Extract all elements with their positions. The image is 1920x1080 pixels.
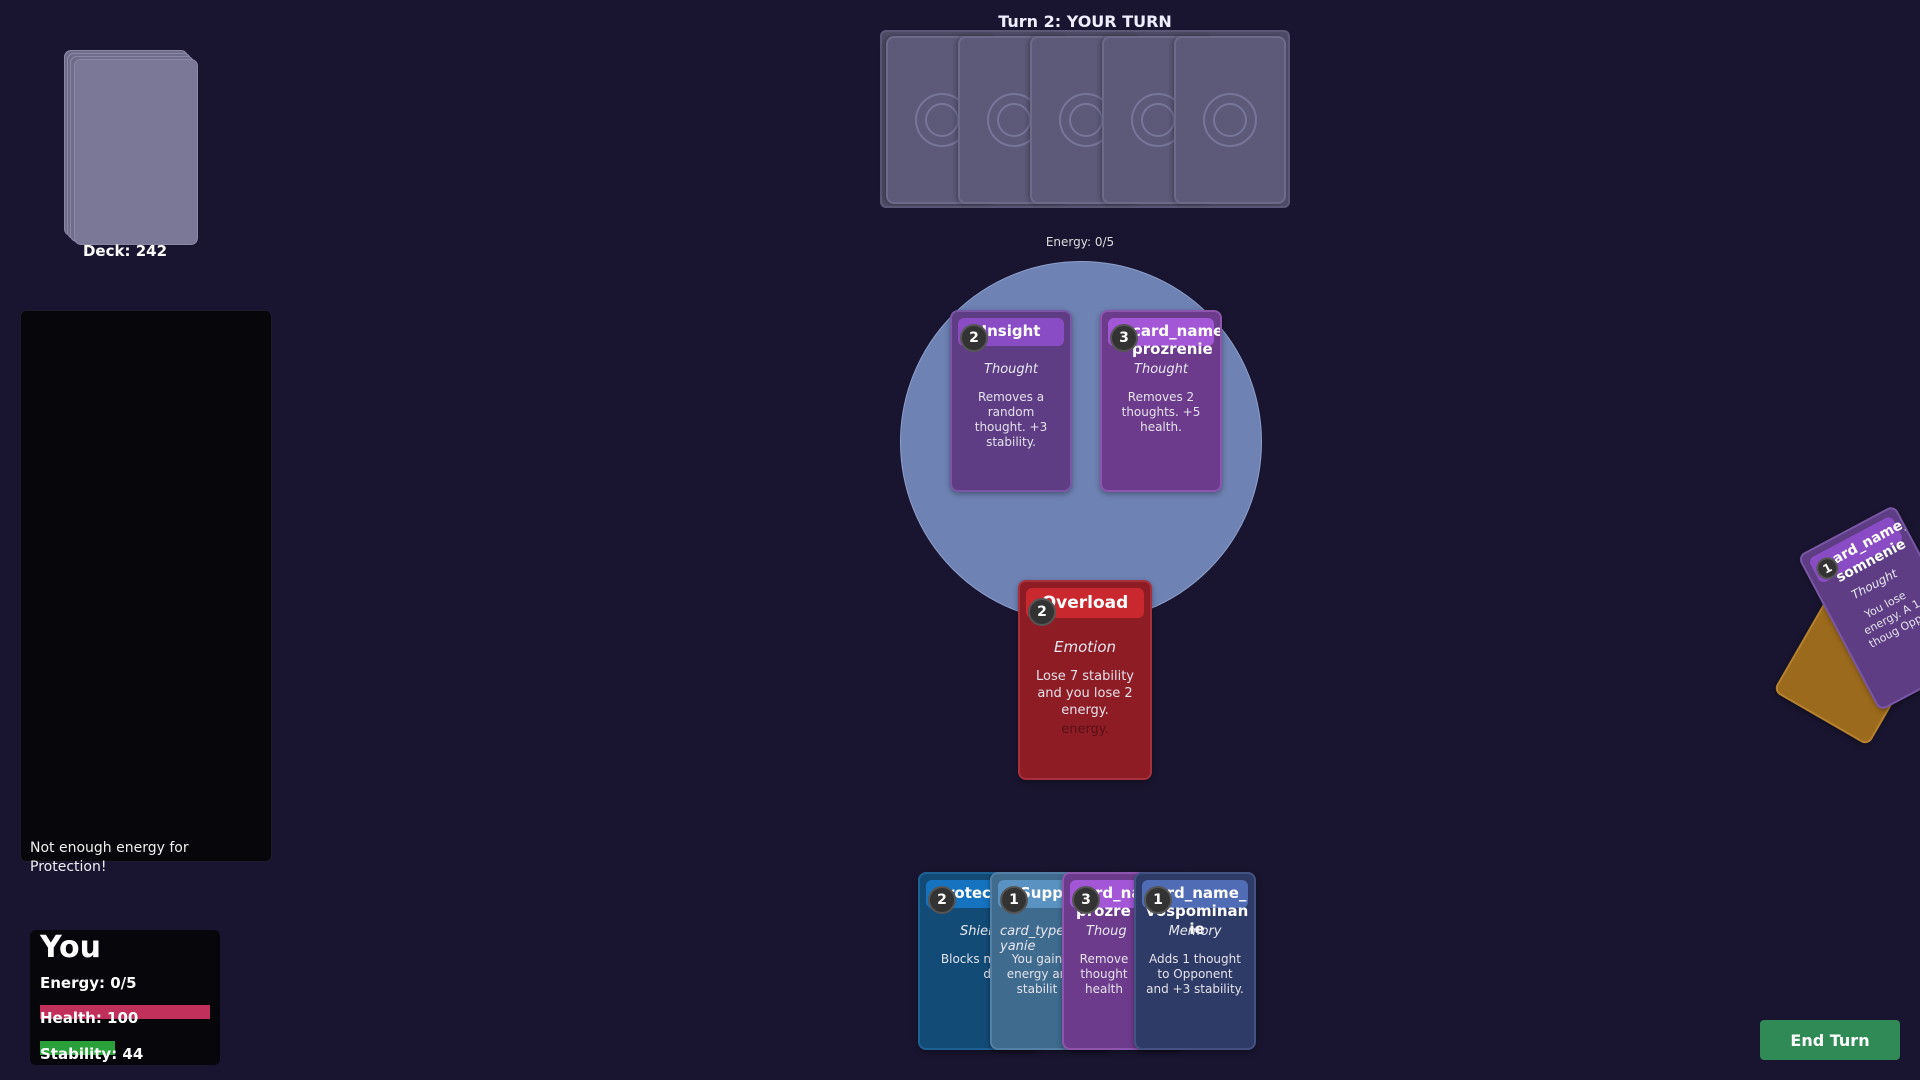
card-type: Thought (984, 362, 1038, 377)
card-cost: 2 (1028, 598, 1056, 626)
selected-card[interactable]: Overload 2 Emotion Lose 7 stability and … (1018, 580, 1152, 780)
opponent-hand (880, 30, 1290, 208)
health-label: Health: 100 (40, 1009, 139, 1027)
card-description: You gain energy an stabilit (1006, 952, 1068, 996)
card-cost: 2 (960, 324, 988, 352)
card-back-emblem-icon (1203, 93, 1257, 147)
card-cost: 3 (1110, 324, 1138, 352)
play-zone-energy: Energy: 0/5 (1045, 235, 1115, 249)
played-card[interactable]: Insight 2 Thought Removes a random thoug… (950, 310, 1072, 492)
card-type: Thoug (1086, 924, 1127, 939)
log-message: Not enough energy for Protection! (30, 840, 189, 875)
end-turn-button[interactable]: End Turn (1760, 1020, 1900, 1060)
turn-indicator: Turn 2: YOUR TURN (998, 12, 1172, 31)
card-cost: 1 (1000, 886, 1028, 914)
card-description: Removes 2 thoughts. +5 health. (1121, 390, 1201, 434)
card-type: Memory (1168, 924, 1222, 939)
hand-card[interactable]: card_name_ vospominan ie 1 Memory Adds 1… (1134, 872, 1256, 1050)
card-name: Overload (1041, 593, 1129, 613)
card-name: card_name_ vospominan ie (1146, 884, 1249, 938)
health-bar (40, 1005, 210, 1019)
stability-label: Stability: 44 (40, 1045, 144, 1063)
card-description: Lose 7 stability and you lose 2 energy. (1036, 669, 1134, 718)
card-name: card_name_ prozrenie (1132, 322, 1222, 358)
played-card[interactable]: card_name_ prozrenie 3 Thought Removes 2… (1100, 310, 1222, 492)
card-description: Adds 1 thought to Opponent and +3 stabil… (1146, 952, 1244, 996)
card-cost: 1 (1144, 886, 1172, 914)
card-type: card_type_ yanie (1000, 924, 1071, 954)
card-description: Remove thought health (1079, 952, 1129, 996)
player-name: You (40, 930, 101, 965)
card-type: Emotion (1054, 638, 1116, 656)
deck-card-top (74, 59, 198, 245)
card-type: Shiel (960, 924, 992, 939)
stability-bar (40, 1041, 115, 1055)
game-log-panel (20, 310, 272, 862)
card-cost: 3 (1072, 886, 1100, 914)
card-name: Suppo (1020, 884, 1074, 902)
player-energy: Energy: 0/5 (40, 974, 137, 992)
card-cost: 2 (928, 886, 956, 914)
card-name: Insight (981, 322, 1041, 340)
card-type: Thought (1134, 362, 1188, 377)
deck-count: Deck: 242 (82, 242, 168, 260)
opponent-card-back (1174, 36, 1286, 204)
card-description-shadow: energy. (1061, 722, 1109, 737)
card-description: Removes a random thought. +3 stability. (974, 390, 1048, 449)
draw-deck[interactable] (64, 50, 200, 245)
